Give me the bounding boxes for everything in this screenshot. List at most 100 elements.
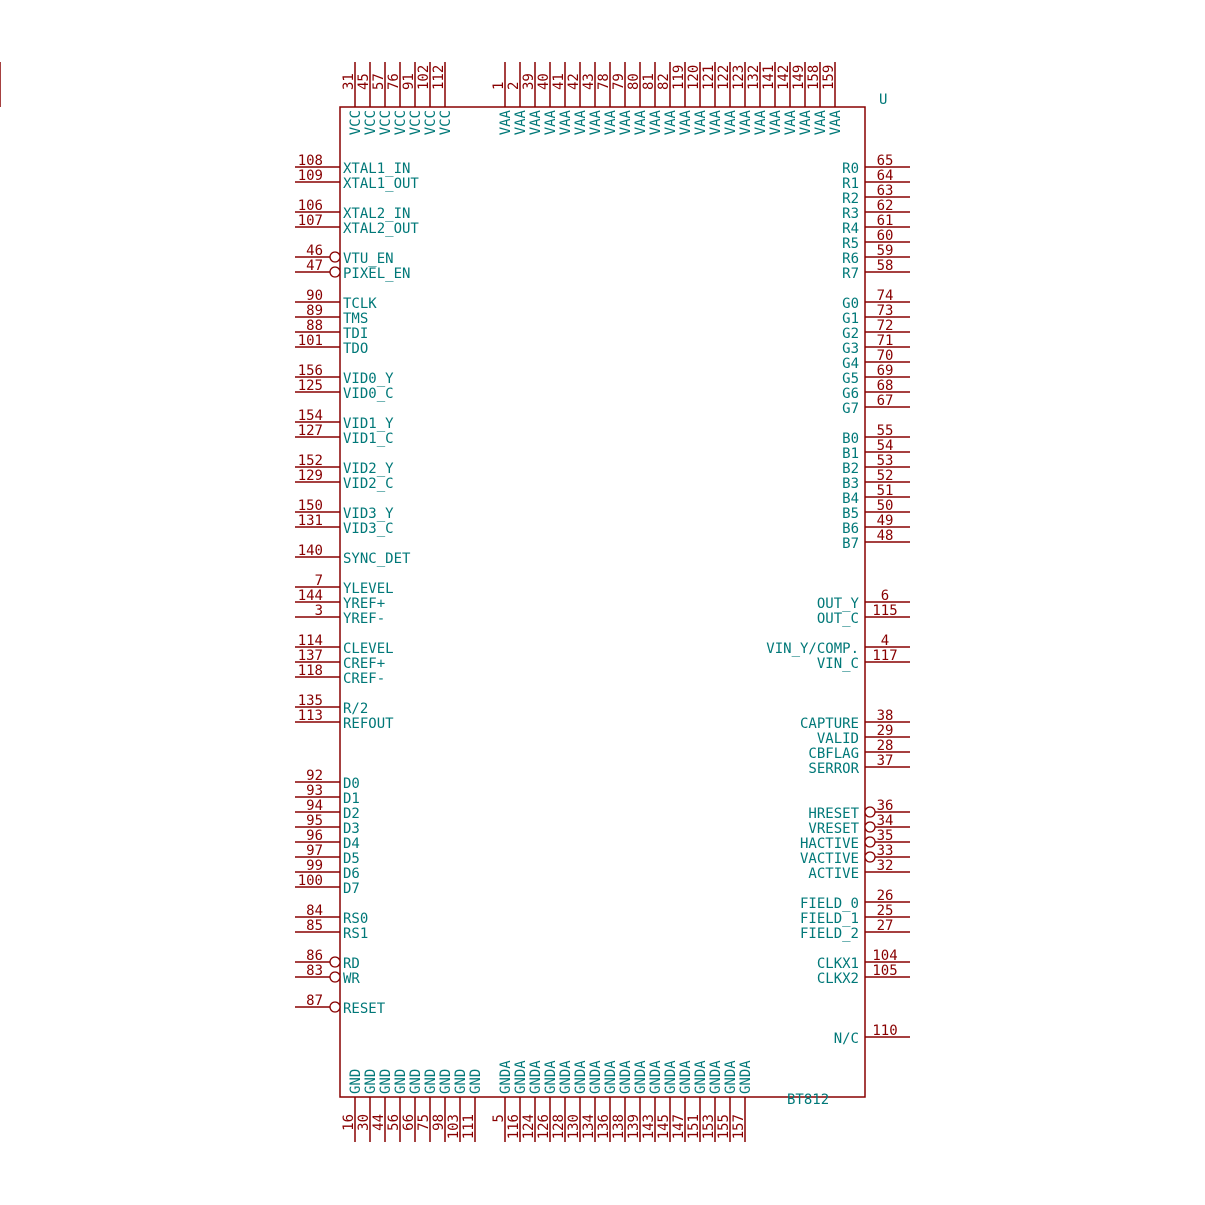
pin-name: VAA — [528, 109, 544, 135]
pin-number: 64 — [877, 168, 894, 184]
pin-number: 53 — [877, 453, 894, 469]
inversion-bubble — [864, 821, 876, 833]
component-body — [339, 106, 866, 1098]
pin-number: 130 — [566, 1114, 582, 1139]
pin-name: GNDA — [708, 1060, 724, 1094]
pin-number: 97 — [306, 843, 323, 859]
pin-name: OUT_C — [817, 611, 859, 627]
pin-name: VAA — [603, 109, 619, 135]
pin-name: G5 — [842, 371, 859, 387]
pin-name: CLEVEL — [343, 641, 394, 657]
pin-name: GNDA — [543, 1060, 559, 1094]
pin-name: SERROR — [808, 761, 859, 777]
pin-name: FIELD_2 — [800, 926, 859, 942]
pin-name: GND — [468, 1069, 484, 1094]
pin-name: D1 — [343, 791, 360, 807]
pin-name: RS0 — [343, 911, 368, 927]
pin-number: 89 — [306, 303, 323, 319]
pin-number: 140 — [298, 543, 323, 559]
pin-name: HRESET — [808, 806, 859, 822]
pin-number: 110 — [872, 1023, 897, 1039]
pin-number: 125 — [298, 378, 323, 394]
pin-number: 102 — [416, 65, 432, 90]
pin-name: D5 — [343, 851, 360, 867]
inversion-bubble — [864, 836, 876, 848]
pin-number: 78 — [596, 73, 612, 90]
pin-name: GNDA — [738, 1060, 754, 1094]
pin-number: 45 — [356, 73, 372, 90]
pin-name: VAA — [618, 109, 634, 135]
pin-name: GNDA — [633, 1060, 649, 1094]
pin-number: 38 — [877, 708, 894, 724]
pin-name: TDO — [343, 341, 368, 357]
pin-name: G3 — [842, 341, 859, 357]
pin-name: GNDA — [588, 1060, 604, 1094]
pin-name: CLKX1 — [817, 956, 859, 972]
pin-number: 2 — [506, 82, 522, 90]
pin-name: VAA — [648, 109, 664, 135]
pin-number: 158 — [806, 65, 822, 90]
pin-name: VAA — [813, 109, 829, 135]
pin-name: VAA — [588, 109, 604, 135]
pin-name: VAA — [783, 109, 799, 135]
pin-number: 44 — [371, 1114, 387, 1131]
pin-number: 108 — [298, 153, 323, 169]
pin-number: 66 — [401, 1114, 417, 1131]
pin-name: YLEVEL — [343, 581, 394, 597]
pin-number: 155 — [716, 1114, 732, 1139]
inversion-bubble — [329, 266, 341, 278]
pin-number: 82 — [656, 73, 672, 90]
pin-name: VCC — [348, 110, 364, 135]
pin-number: 47 — [306, 258, 323, 274]
pin-name: VAA — [738, 109, 754, 135]
pin-name: VID2_Y — [343, 461, 394, 477]
pin-number: 34 — [877, 813, 894, 829]
pin-number: 103 — [446, 1114, 462, 1139]
pin-number: 145 — [656, 1114, 672, 1139]
pin-number: 96 — [306, 828, 323, 844]
pin-number: 119 — [671, 65, 687, 90]
pin-number: 126 — [536, 1114, 552, 1139]
pin-number: 100 — [298, 873, 323, 889]
pin-name: GND — [348, 1069, 364, 1094]
pin-number: 113 — [298, 708, 323, 724]
pin-name: D6 — [343, 866, 360, 882]
pin-name: B5 — [842, 506, 859, 522]
pin-name: VAA — [678, 109, 694, 135]
pin-number: 31 — [341, 73, 357, 90]
pin-name: WR — [343, 971, 360, 987]
pin-name: YREF+ — [343, 596, 385, 612]
pin-number: 90 — [306, 288, 323, 304]
